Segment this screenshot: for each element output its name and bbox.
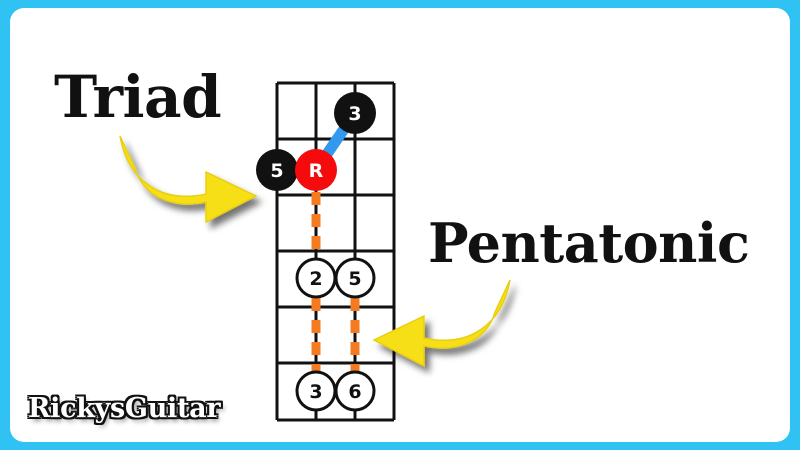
note-pent-5-label: 5 (348, 268, 361, 290)
note-pent-6[interactable]: 6 (334, 370, 376, 412)
note-pent-5[interactable]: 5 (334, 257, 376, 299)
brand-watermark: RickysGuitar (28, 393, 221, 424)
note-third-label: 3 (348, 103, 361, 125)
note-pent-3-label: 3 (309, 381, 322, 403)
note-root[interactable]: R (295, 149, 337, 191)
fretboard-grid (275, 81, 396, 422)
note-pent-2-label: 2 (309, 268, 322, 290)
note-fifth-label: 5 (270, 160, 283, 182)
diagram-artwork: 2 5 3 6 3 (119, 81, 511, 422)
note-root-label: R (309, 160, 324, 182)
pentatonic-notes: 2 5 3 6 (295, 257, 376, 412)
note-third[interactable]: 3 (334, 92, 376, 134)
annotation-label-triad: Triad (54, 63, 222, 131)
note-pent-6-label: 6 (348, 381, 361, 403)
note-pent-2[interactable]: 2 (295, 257, 337, 299)
triad-notes: 3 5 R (256, 92, 376, 191)
note-pent-3[interactable]: 3 (295, 370, 337, 412)
triad-arrow-icon (119, 135, 258, 224)
annotation-label-pentatonic: Pentatonic (428, 211, 750, 275)
pentatonic-arrow-icon (372, 279, 511, 368)
white-panel: 2 5 3 6 3 (10, 8, 790, 442)
note-fifth[interactable]: 5 (256, 149, 298, 191)
